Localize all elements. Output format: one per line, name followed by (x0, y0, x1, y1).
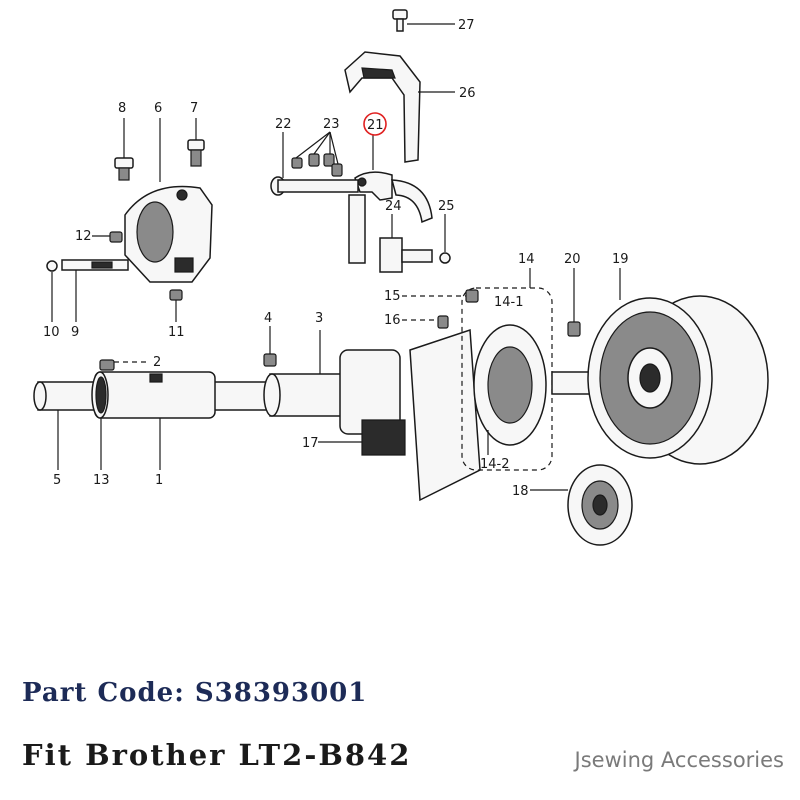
part-11-screw (169, 289, 183, 301)
callout-18: 18 (512, 484, 529, 499)
callout-14: 14 (518, 252, 535, 267)
callout-20: 20 (564, 252, 581, 267)
callout-2: 2 (153, 355, 161, 370)
part-7-screw (187, 139, 205, 167)
brand-watermark: Jsewing Accessories (574, 748, 784, 772)
callout-24: 24 (385, 199, 402, 214)
callout-19: 19 (612, 252, 629, 267)
part-4-screw (263, 353, 277, 367)
callout-7: 7 (190, 101, 198, 116)
part-26-presser-holder (344, 51, 421, 163)
callout-10: 10 (43, 325, 60, 340)
callout-27: 27 (458, 18, 475, 33)
callout-15: 15 (384, 289, 401, 304)
callout-5: 5 (53, 473, 61, 488)
part-23-set-screws (291, 153, 343, 177)
part-14-1-toothed-pulley (473, 324, 547, 446)
callout-4: 4 (264, 311, 272, 326)
part-24-link (379, 237, 433, 273)
part-6-collar (124, 185, 213, 283)
highlight-ring-21 (363, 112, 387, 136)
part-22-pin (270, 176, 359, 196)
part-27-screw (392, 9, 408, 32)
part-1-bushing (91, 371, 216, 419)
part-16-screw (437, 315, 449, 329)
callout-8: 8 (118, 101, 126, 116)
part-18-bearing (567, 464, 633, 546)
callout-1: 1 (155, 473, 163, 488)
part-19-pulley (587, 295, 769, 465)
callout-21: 21 (367, 118, 384, 133)
callout-26: 26 (459, 86, 476, 101)
part-2-screw (99, 359, 115, 371)
callout-16: 16 (384, 313, 401, 328)
callout-9: 9 (71, 325, 79, 340)
callout-14-2: 14-2 (480, 457, 510, 472)
part-13-ring (95, 376, 107, 414)
part-21-fork-lever (348, 171, 433, 264)
callout-3: 3 (315, 311, 323, 326)
callout-14-1: 14-1 (494, 295, 524, 310)
callout-6: 6 (154, 101, 162, 116)
part-9-shaft (61, 259, 129, 271)
callout-25: 25 (438, 199, 455, 214)
callout-23: 23 (323, 117, 340, 132)
part-12-screw (109, 231, 123, 243)
part-code-heading: Part Code: S38393001 (22, 678, 368, 708)
fit-model-text: Fit Brother LT2-B842 (22, 738, 412, 772)
callout-11: 11 (168, 325, 185, 340)
callout-12: 12 (75, 229, 92, 244)
part-10-ball (46, 260, 58, 272)
callout-17: 17 (302, 436, 319, 451)
part-15-screw (465, 289, 479, 303)
callout-13: 13 (93, 473, 110, 488)
part-25-ball (439, 252, 451, 264)
callout-22: 22 (275, 117, 292, 132)
part-3-hub (263, 349, 401, 435)
part-14-group-box (461, 287, 553, 471)
callout-labels: 27 26 8 6 7 22 23 21 24 25 12 14 20 19 1… (43, 18, 629, 499)
part-20-screw (567, 321, 581, 337)
part-8-screw (114, 157, 134, 181)
exploded-parts-diagram: 27 26 8 6 7 22 23 21 24 25 12 14 20 19 1… (33, 9, 769, 546)
